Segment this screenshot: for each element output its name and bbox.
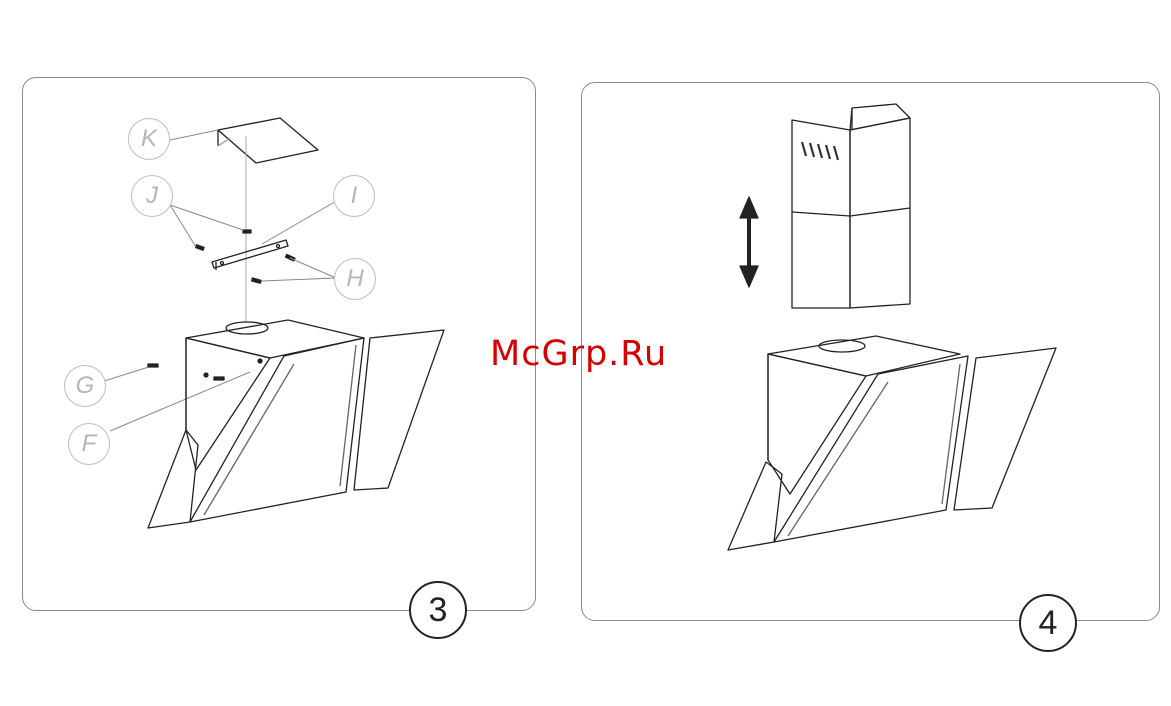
hooks-f (204, 359, 262, 377)
watermark: McGrp.Ru (490, 334, 667, 374)
hood-body-step-3 (148, 320, 444, 528)
callout-j: J (131, 175, 173, 217)
double-arrow-icon (740, 197, 758, 287)
chimney-cover (792, 104, 910, 308)
callout-k: K (128, 118, 170, 160)
step-number-badge: 3 (409, 581, 467, 639)
step-number-badge: 4 (1019, 594, 1077, 652)
bracket-i (212, 240, 288, 270)
callout-i: I (333, 175, 375, 217)
ceiling-plate-k (218, 118, 318, 163)
hood-body-step-4 (728, 336, 1056, 550)
screws-j (196, 230, 251, 250)
callout-h: H (334, 258, 376, 300)
callout-f: F (68, 423, 110, 465)
callout-g: G (64, 365, 106, 407)
screws-h (252, 254, 295, 283)
